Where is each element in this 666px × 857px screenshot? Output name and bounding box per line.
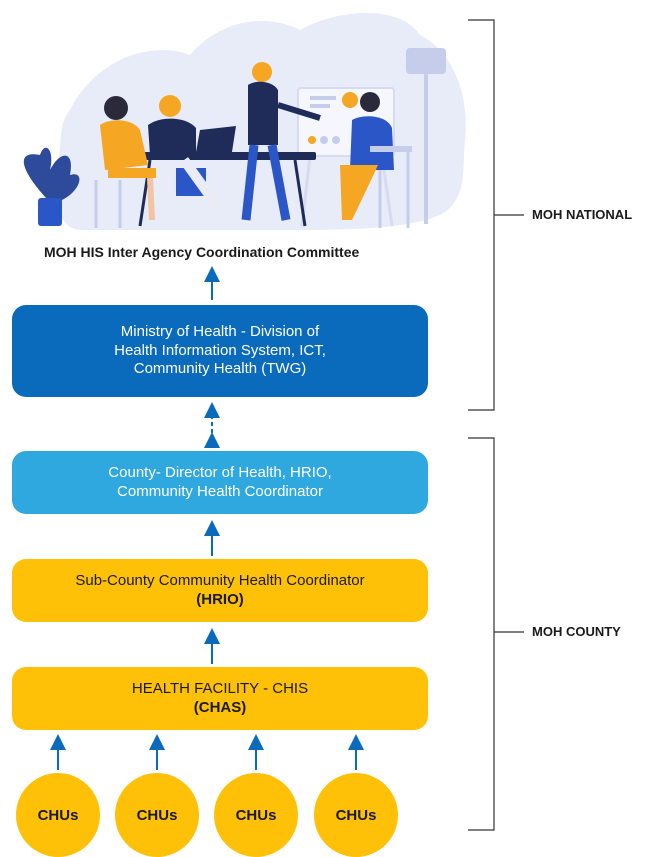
subcounty-coordinator-box: Sub-County Community Health Coordinator …	[12, 559, 428, 622]
lamp-shade	[406, 48, 446, 74]
committee-title: MOH HIS Inter Agency Coordination Commit…	[44, 244, 360, 260]
bracket-national	[468, 19, 495, 411]
chu-circle-1: CHUs	[16, 773, 100, 857]
person-1	[100, 120, 148, 170]
county-line-1: County- Director of Health, HRIO,	[108, 463, 332, 481]
facility-line-1: HEALTH FACILITY - CHIS	[131, 679, 309, 697]
ministry-line-1: Ministry of Health - Division of	[120, 322, 320, 340]
person-3	[248, 81, 278, 145]
moh-county-label: MOH COUNTY	[532, 624, 621, 639]
chu-circle-3: CHUs	[214, 773, 298, 857]
lamp-pole	[424, 74, 428, 224]
plant-icon	[23, 147, 80, 200]
person-4	[350, 116, 394, 170]
county-director-box: County- Director of Health, HRIO, Commun…	[12, 451, 428, 514]
ministry-line-2: Health Information System, ICT,	[114, 341, 326, 359]
chu-circle-4: CHUs	[314, 773, 398, 857]
chu-circle-2: CHUs	[115, 773, 199, 857]
health-facility-box: HEALTH FACILITY - CHIS (CHAS)	[12, 667, 428, 730]
person-2	[148, 118, 196, 155]
moh-national-label: MOH NATIONAL	[532, 207, 633, 222]
subcounty-line-1: Sub-County Community Health Coordinator	[75, 571, 365, 589]
ministry-line-3: Community Health (TWG)	[133, 360, 307, 378]
bracket-county	[468, 437, 495, 831]
county-line-2: Community Health Coordinator	[117, 482, 323, 500]
ministry-of-health-box: Ministry of Health - Division of Health …	[12, 305, 428, 397]
subcounty-line-2: (HRIO)	[196, 590, 244, 608]
plant-pot	[38, 198, 62, 226]
laptop-icon	[196, 126, 236, 152]
facility-line-2: (CHAS)	[193, 698, 247, 716]
